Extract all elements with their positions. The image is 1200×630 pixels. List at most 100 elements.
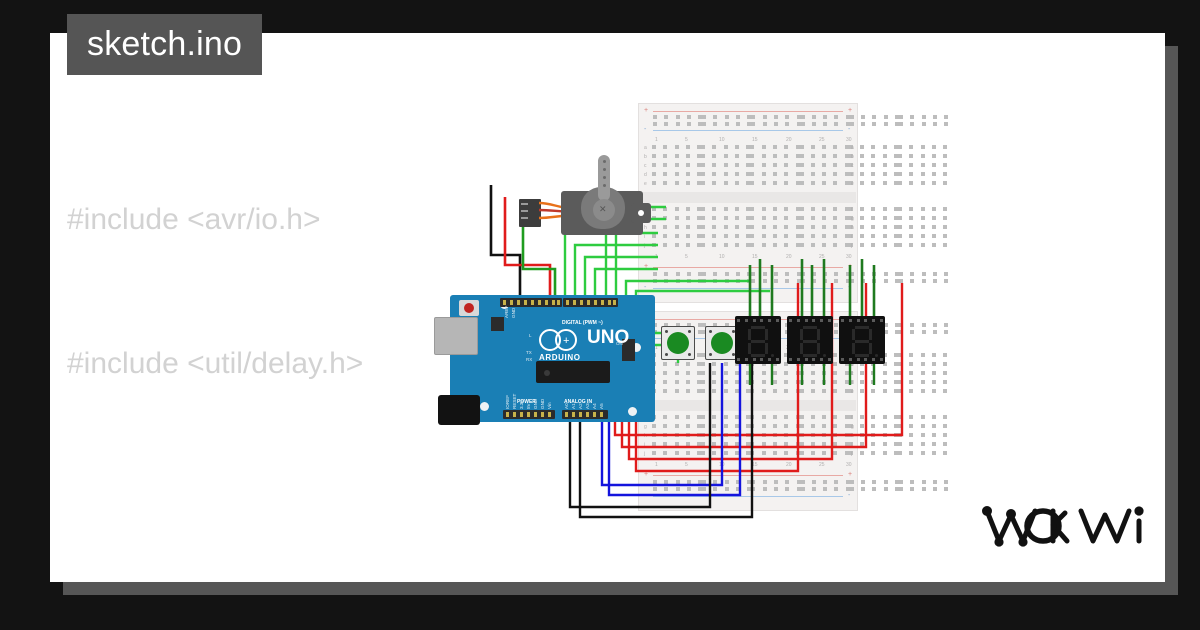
breadboard-hole[interactable] (944, 330, 949, 334)
breadboard-hole[interactable] (810, 145, 815, 149)
breadboard-hole[interactable] (713, 122, 718, 126)
display-pin-row[interactable] (841, 319, 883, 322)
breadboard-hole[interactable] (701, 353, 706, 357)
breadboard-hole[interactable] (746, 234, 751, 238)
breadboard-hole[interactable] (883, 487, 888, 491)
breadboard-hole[interactable] (784, 362, 789, 366)
breadboard-hole[interactable] (920, 371, 925, 375)
breadboard-hole[interactable] (810, 362, 815, 366)
breadboard-hole[interactable] (894, 487, 899, 491)
breadboard-hole[interactable] (823, 122, 828, 126)
breadboard-hole[interactable] (735, 172, 740, 176)
breadboard-hole[interactable] (898, 279, 903, 283)
breadboard-hole[interactable] (897, 415, 902, 419)
display-pin[interactable] (820, 358, 824, 361)
breadboard-hole[interactable] (795, 207, 800, 211)
breadboard-hole[interactable] (675, 480, 680, 484)
breadboard-hole[interactable] (713, 480, 718, 484)
breadboard-hole[interactable] (800, 122, 805, 126)
breadboard-hole[interactable] (943, 433, 948, 437)
breadboard-hole[interactable] (932, 480, 937, 484)
display-pin[interactable] (864, 358, 868, 361)
breadboard-hole[interactable] (822, 389, 827, 393)
breadboard-hole[interactable] (746, 154, 751, 158)
breadboard-hole[interactable] (713, 272, 718, 276)
breadboard-hole[interactable] (910, 115, 915, 119)
breadboard-hole[interactable] (893, 353, 898, 357)
breadboard-hole[interactable] (746, 172, 751, 176)
breadboard-hole[interactable] (871, 154, 876, 158)
breadboard-hole[interactable] (944, 115, 949, 119)
breadboard-hole[interactable] (844, 243, 849, 247)
breadboard-hole[interactable] (833, 389, 838, 393)
breadboard-hole[interactable] (848, 207, 853, 211)
breadboard-hole[interactable] (674, 424, 679, 428)
breadboard-hole[interactable] (784, 424, 789, 428)
breadboard-hole[interactable] (663, 389, 668, 393)
breadboard-hole[interactable] (799, 424, 804, 428)
breadboard-hole[interactable] (773, 487, 778, 491)
breadboard-hole[interactable] (697, 172, 702, 176)
breadboard-hole[interactable] (931, 172, 936, 176)
breadboard-hole[interactable] (909, 442, 914, 446)
breadboard-hole[interactable] (897, 172, 902, 176)
breadboard-hole[interactable] (796, 480, 801, 484)
breadboard-hole[interactable] (822, 424, 827, 428)
breadboard-hole[interactable] (920, 234, 925, 238)
breadboard-hole[interactable] (920, 424, 925, 428)
breadboard-hole[interactable] (810, 380, 815, 384)
breadboard-hole[interactable] (724, 323, 729, 327)
breadboard-hole[interactable] (849, 122, 854, 126)
breadboard-hole[interactable] (898, 122, 903, 126)
breadboard-hole[interactable] (943, 389, 948, 393)
breadboard-hole[interactable] (664, 323, 669, 327)
breadboard-hole[interactable] (845, 487, 850, 491)
breadboard-hole[interactable] (697, 424, 702, 428)
breadboard-hole[interactable] (785, 480, 790, 484)
breadboard-hole[interactable] (795, 216, 800, 220)
breadboard-hole[interactable] (932, 330, 937, 334)
breadboard-hole[interactable] (810, 424, 815, 428)
breadboard-hole[interactable] (796, 115, 801, 119)
breadboard-hole[interactable] (921, 330, 926, 334)
display-pin-row[interactable] (789, 319, 831, 322)
breadboard-hole[interactable] (823, 480, 828, 484)
breadboard-hole[interactable] (848, 415, 853, 419)
breadboard-hole[interactable] (686, 323, 691, 327)
breadboard-hole[interactable] (849, 487, 854, 491)
breadboard-hole[interactable] (823, 487, 828, 491)
breadboard-hole[interactable] (750, 225, 755, 229)
breadboard-hole[interactable] (860, 207, 865, 211)
display-pin[interactable] (752, 358, 756, 361)
breadboard-hole[interactable] (882, 389, 887, 393)
breadboard-hole[interactable] (893, 362, 898, 366)
breadboard-hole[interactable] (931, 415, 936, 419)
breadboard-hole[interactable] (712, 207, 717, 211)
breadboard-hole[interactable] (810, 181, 815, 185)
breadboard-hole[interactable] (931, 442, 936, 446)
breadboard-hole[interactable] (893, 172, 898, 176)
breadboard-hole[interactable] (931, 424, 936, 428)
breadboard-hole[interactable] (784, 389, 789, 393)
breadboard-hole[interactable] (883, 323, 888, 327)
breadboard-hole[interactable] (844, 451, 849, 455)
breadboard-hole[interactable] (844, 389, 849, 393)
breadboard-hole[interactable] (685, 371, 690, 375)
breadboard-hole[interactable] (653, 272, 657, 276)
breadboard-hole[interactable] (773, 115, 778, 119)
breadboard-hole[interactable] (685, 145, 690, 149)
display-pin[interactable] (812, 319, 816, 322)
breadboard-hole[interactable] (883, 279, 888, 283)
breadboard-hole[interactable] (663, 181, 668, 185)
breadboard-hole[interactable] (723, 163, 728, 167)
breadboard-hole[interactable] (944, 122, 949, 126)
breadboard-hole[interactable] (849, 272, 854, 276)
breadboard-hole[interactable] (860, 234, 865, 238)
breadboard-hole[interactable] (848, 424, 853, 428)
breadboard-hole[interactable] (652, 424, 656, 428)
breadboard-hole[interactable] (848, 145, 853, 149)
breadboard-hole[interactable] (674, 234, 679, 238)
breadboard-hole[interactable] (761, 234, 766, 238)
breadboard-hole[interactable] (909, 380, 914, 384)
breadboard-hole[interactable] (697, 371, 702, 375)
